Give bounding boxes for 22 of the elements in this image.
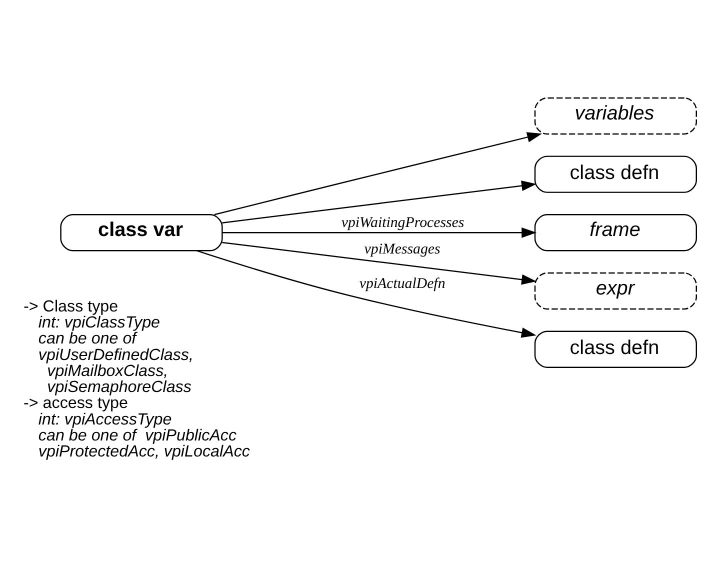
label: vpiMailboxClass,	[47, 362, 168, 380]
label: can be one of	[38, 330, 136, 348]
node-box: class defn	[534, 156, 697, 193]
edge-label: vpiMessages	[364, 241, 440, 258]
label: vpiProtectedAcc, vpiLocalAcc	[38, 442, 250, 461]
arrow	[196, 250, 536, 338]
edge-label: vpiWaitingProcesses	[341, 215, 464, 232]
arrow	[222, 180, 536, 224]
label: -> Class type	[24, 297, 118, 316]
label: vpiSemaphoreClass	[47, 378, 192, 396]
arrow	[222, 227, 537, 238]
node-box: frame	[534, 214, 697, 252]
arrow	[214, 132, 542, 216]
node-box: expr	[534, 272, 697, 310]
node-box: variables	[534, 97, 697, 135]
arrow	[222, 242, 536, 285]
label: vpiUserDefinedClass,	[38, 346, 194, 364]
node-box: class var	[60, 214, 223, 252]
label: -> access type	[24, 394, 128, 412]
node-box: class defn	[534, 330, 697, 368]
label: int: vpiAccessType	[38, 410, 172, 428]
edge-label: vpiActualDefn	[359, 276, 446, 292]
